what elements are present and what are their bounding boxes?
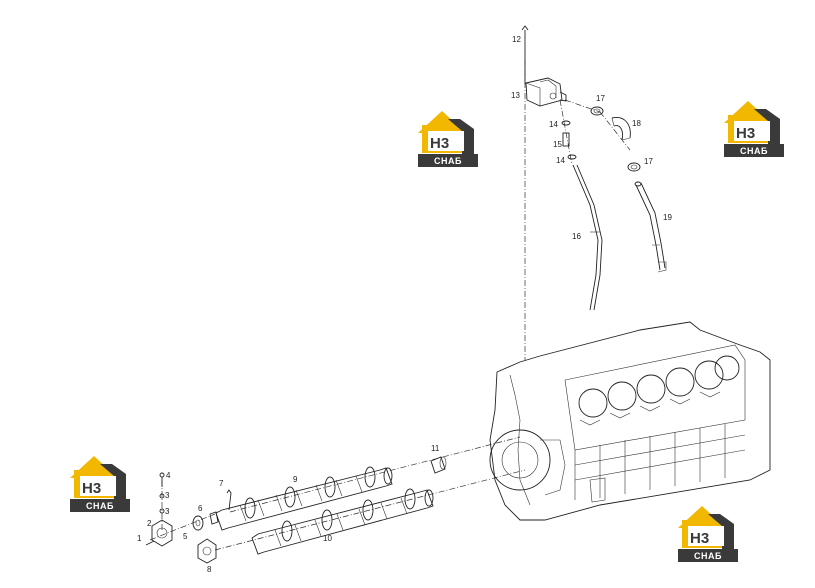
brand-logo-4: H3 СНАБ	[678, 506, 738, 562]
callout-16: 16	[572, 232, 581, 241]
callout-6: 6	[198, 504, 203, 513]
small-parts-left	[145, 472, 232, 564]
part-16-pipe	[572, 164, 603, 311]
engine-block	[489, 321, 771, 521]
callout-3b: 3	[165, 491, 170, 500]
part-19-pipe	[634, 181, 667, 273]
part-12-rod	[521, 25, 529, 84]
logo-text-top: H3	[736, 125, 755, 142]
callout-10: 10	[323, 534, 332, 543]
parts-14-15	[561, 120, 577, 160]
logo-text-top: H3	[82, 480, 101, 497]
callout-11: 11	[431, 444, 440, 453]
logo-text-top: H3	[690, 530, 709, 547]
logo-text-bottom: СНАБ	[694, 551, 722, 561]
part-9-camshaft	[215, 466, 393, 531]
part-10-camshaft	[251, 488, 434, 555]
callout-17b: 17	[644, 157, 653, 166]
callout-7: 7	[219, 479, 224, 488]
logo-text-bottom: СНАБ	[740, 146, 768, 156]
callout-14b: 14	[556, 156, 565, 165]
callout-labels: 1 2 3 3 4 5 6 7 8 9 10 11 12 13 14 15 14…	[137, 35, 672, 574]
callout-18: 18	[632, 119, 641, 128]
part-18-hose	[611, 117, 631, 141]
callout-3a: 3	[165, 507, 170, 516]
callout-5: 5	[183, 532, 188, 541]
brand-logo-2: H3 СНАБ	[724, 101, 784, 157]
callout-8: 8	[207, 565, 212, 574]
callout-1: 1	[137, 534, 142, 543]
callout-15: 15	[553, 140, 562, 149]
logo-text-top: H3	[430, 135, 449, 152]
callout-2: 2	[147, 519, 152, 528]
parts-17-clamps	[590, 106, 641, 172]
part-13-housing	[525, 77, 567, 107]
assembly-lines	[149, 60, 631, 551]
logo-text-bottom: СНАБ	[434, 156, 462, 166]
callout-12: 12	[512, 35, 521, 44]
callout-4: 4	[166, 471, 171, 480]
callout-14a: 14	[549, 120, 558, 129]
logo-text-bottom: СНАБ	[86, 501, 114, 511]
callout-17a: 17	[596, 94, 605, 103]
callout-9: 9	[293, 475, 298, 484]
callout-13: 13	[511, 91, 520, 100]
callout-19: 19	[663, 213, 672, 222]
brand-logo-1: H3 СНАБ	[418, 111, 478, 167]
brand-logo-3: H3 СНАБ	[70, 456, 130, 512]
part-11-bushing	[430, 456, 447, 474]
